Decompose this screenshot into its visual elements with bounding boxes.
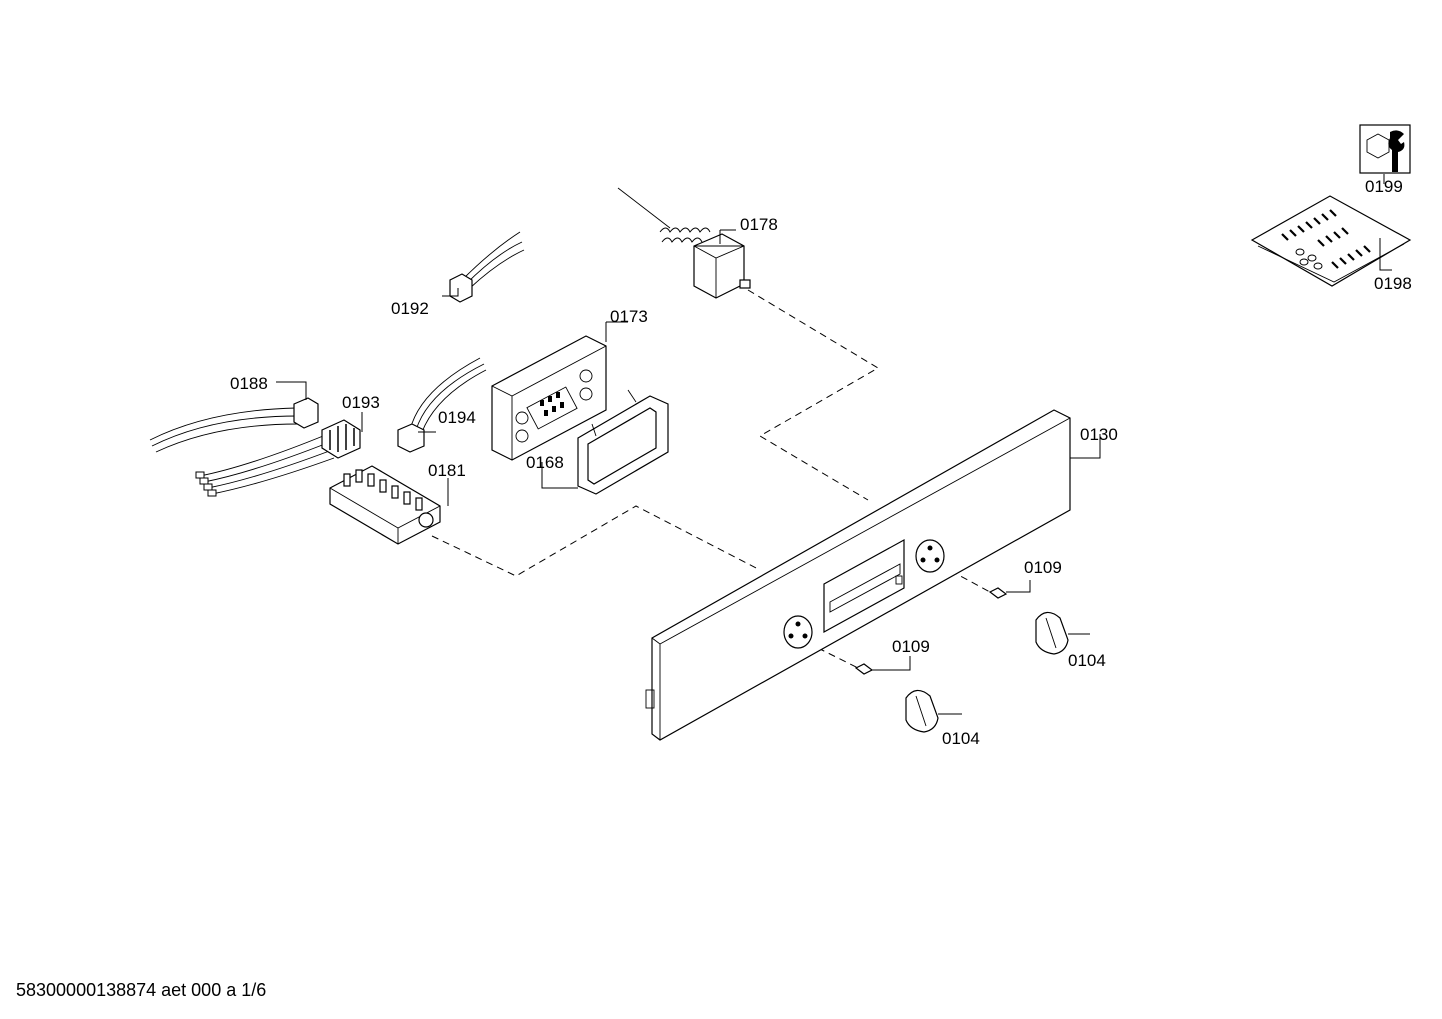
control-panel-icon[interactable] bbox=[645, 409, 1071, 741]
terminal-block-icon[interactable] bbox=[329, 465, 441, 545]
tool-icon[interactable] bbox=[1359, 124, 1411, 174]
label-0192: 0192 bbox=[391, 299, 429, 318]
label-0194: 0194 bbox=[438, 408, 476, 427]
label-0168: 0168 bbox=[526, 453, 564, 472]
module-frame-icon[interactable] bbox=[491, 335, 607, 461]
leader-lines bbox=[276, 174, 1392, 715]
cable-icon[interactable] bbox=[397, 357, 487, 453]
connector-icon[interactable] bbox=[195, 419, 361, 497]
label-0193: 0193 bbox=[342, 393, 380, 412]
document-id-footer: 58300000138874 aet 000 a 1/6 bbox=[16, 980, 267, 1000]
thermostat-icon[interactable] bbox=[617, 187, 751, 299]
label-0130: 0130 bbox=[1080, 425, 1118, 444]
connector-icon[interactable] bbox=[149, 397, 319, 453]
label-0181: 0181 bbox=[428, 461, 466, 480]
label-0199: 0199 bbox=[1365, 177, 1403, 196]
spring-clip-icon[interactable] bbox=[854, 663, 874, 675]
knob-icon[interactable] bbox=[1035, 611, 1069, 655]
label-0109-a: 0109 bbox=[1024, 558, 1062, 577]
label-0104-a: 0104 bbox=[1068, 651, 1106, 670]
label-0173: 0173 bbox=[610, 307, 648, 326]
screw-bag-icon[interactable] bbox=[1250, 195, 1412, 287]
cable-icon[interactable] bbox=[449, 231, 525, 303]
assembly-guide-lines bbox=[431, 289, 991, 669]
label-0178: 0178 bbox=[740, 215, 778, 234]
label-0104-b: 0104 bbox=[942, 729, 980, 748]
part-labels: 0199 0198 0178 0192 0173 0188 0193 0194 … bbox=[230, 177, 1412, 748]
label-0198: 0198 bbox=[1374, 274, 1412, 293]
spring-clip-icon[interactable] bbox=[988, 587, 1008, 599]
knob-icon[interactable] bbox=[905, 689, 939, 733]
label-0188: 0188 bbox=[230, 374, 268, 393]
label-0109-b: 0109 bbox=[892, 637, 930, 656]
frame-icon[interactable] bbox=[577, 389, 669, 495]
